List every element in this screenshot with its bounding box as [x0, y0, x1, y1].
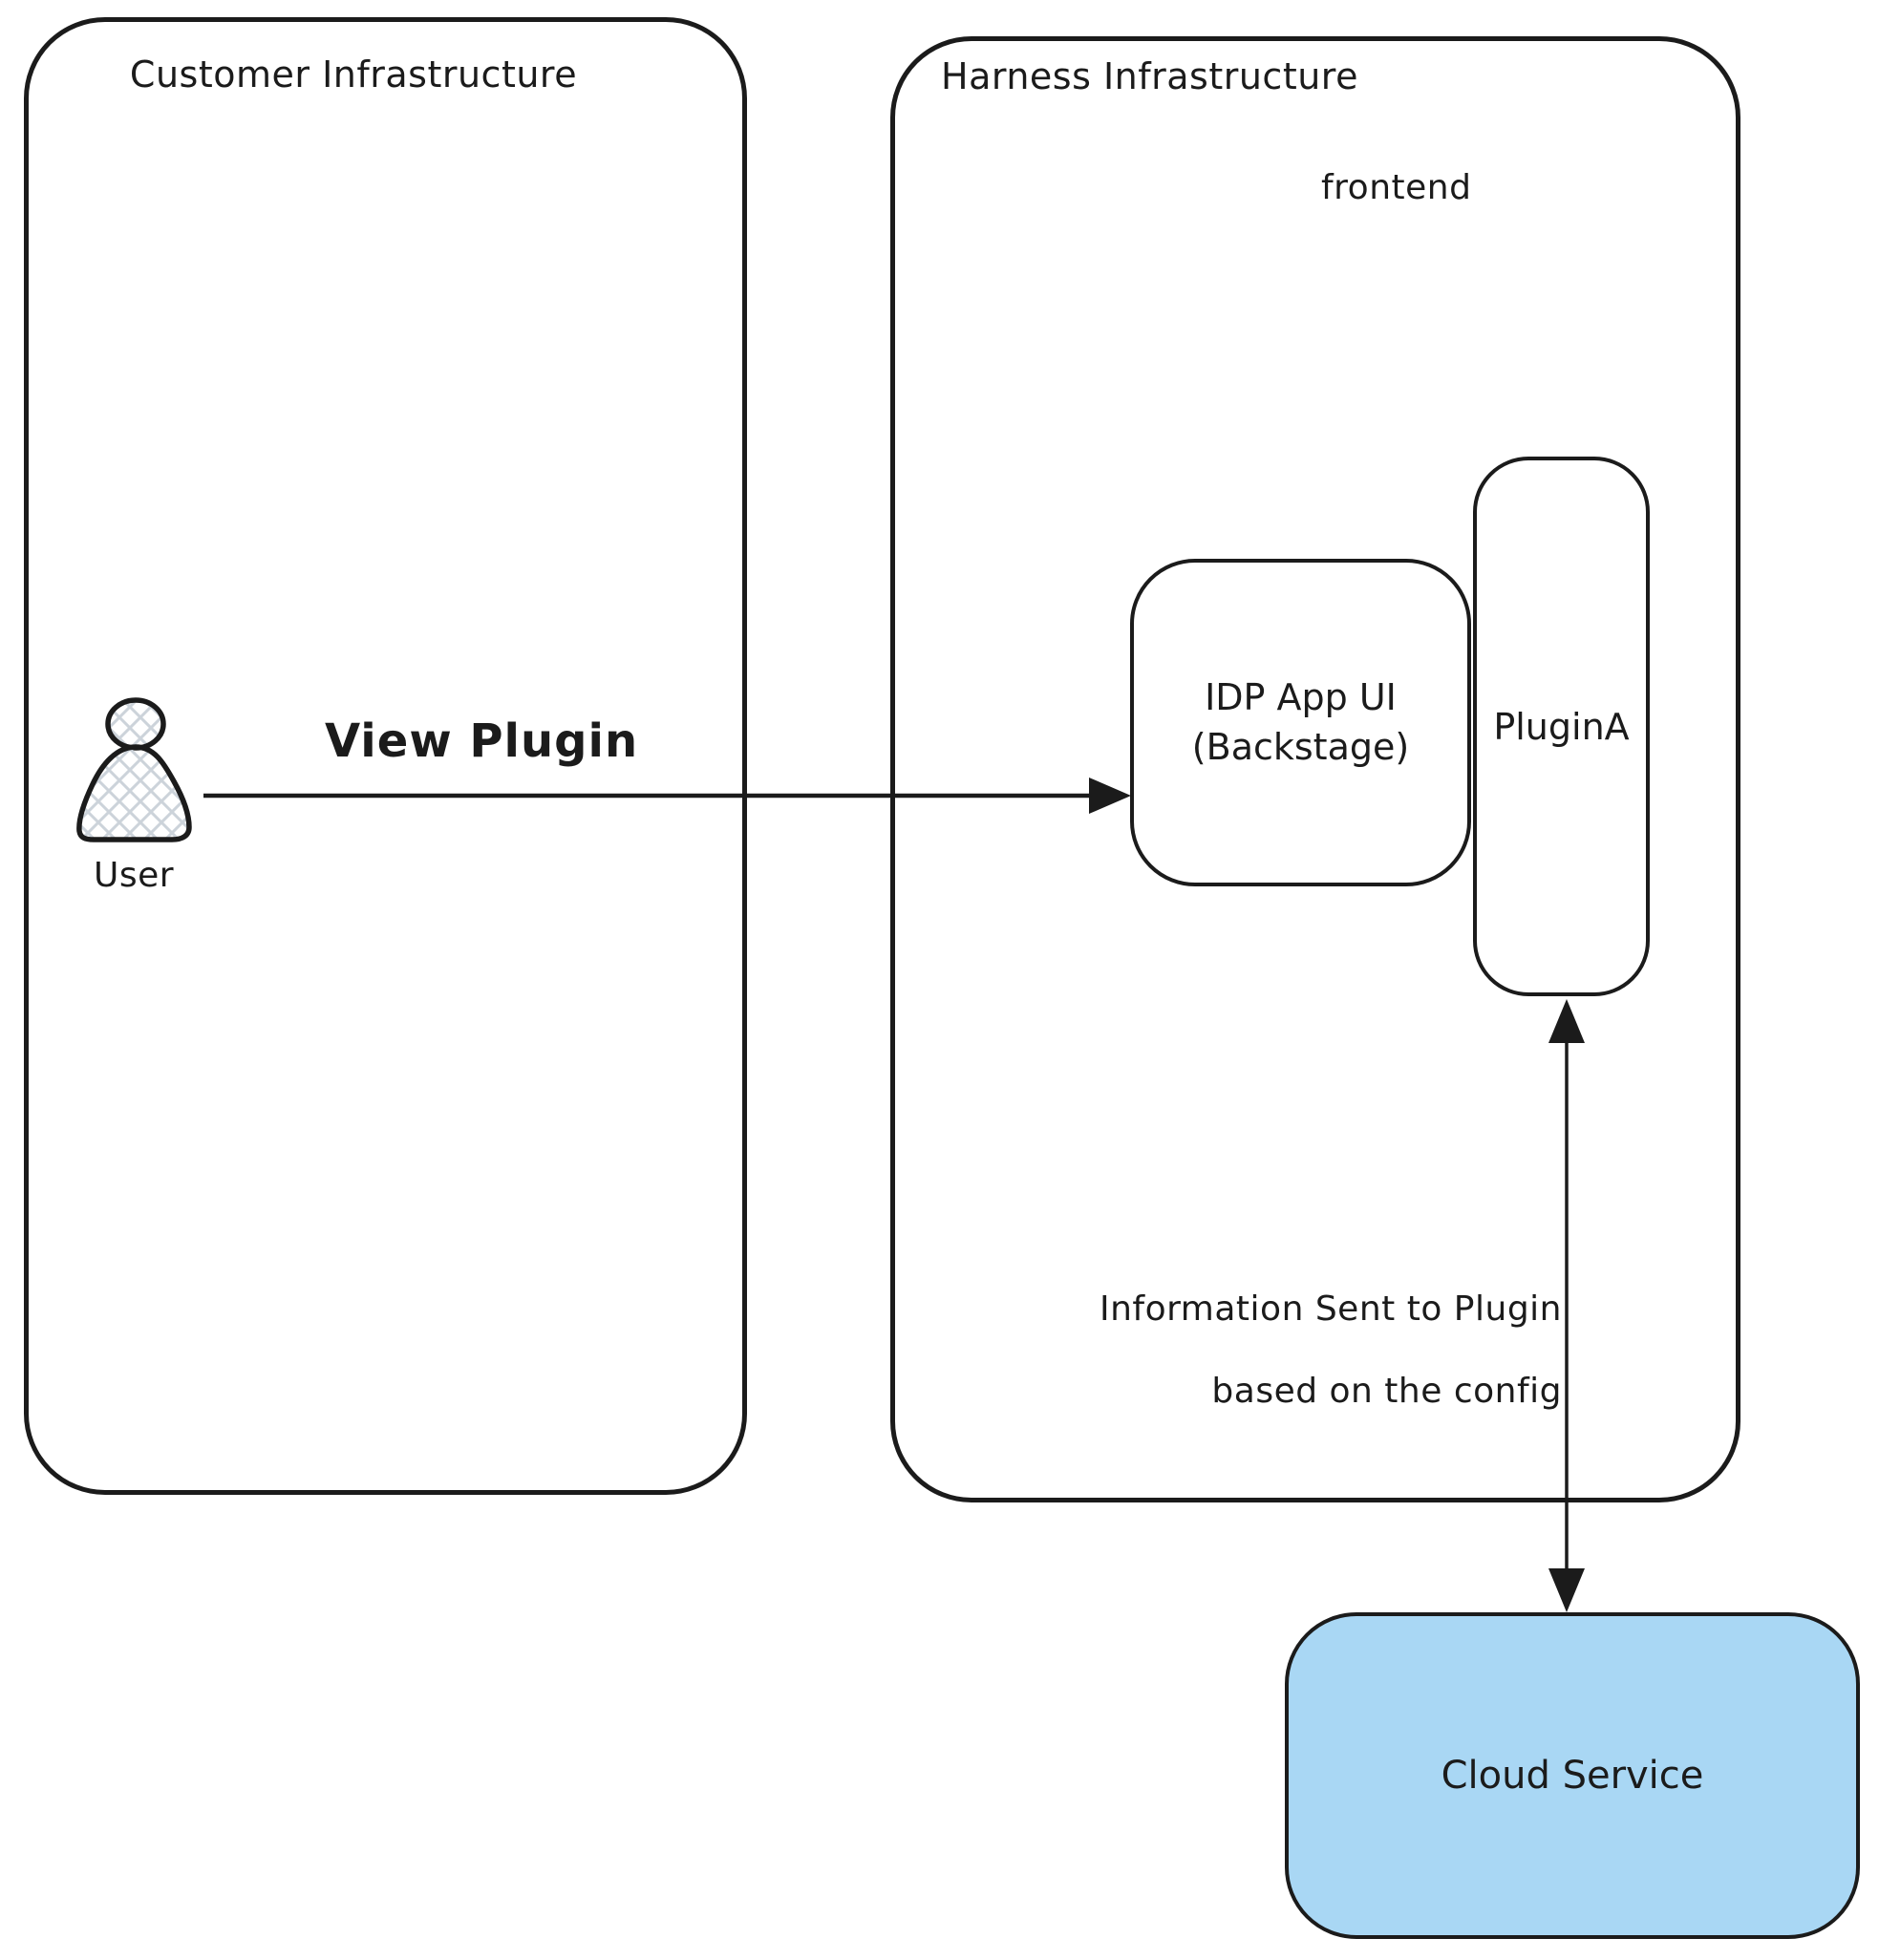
arrowhead-down-icon: [1548, 1568, 1585, 1612]
idp-app-ui-node: IDP App UI (Backstage): [1130, 559, 1471, 886]
view-plugin-edge-label: View Plugin: [325, 714, 639, 768]
plugin-a-node: PluginA: [1473, 457, 1650, 996]
user-icon: [67, 686, 205, 853]
user-label: User: [93, 856, 175, 895]
cloud-service-label: Cloud Service: [1441, 1754, 1704, 1798]
customer-infrastructure-title: Customer Infrastructure: [129, 53, 578, 96]
idp-app-ui-label: IDP App UI (Backstage): [1191, 676, 1410, 768]
info-sent-edge-label: Information Sent to Plugin based on the …: [1100, 1289, 1562, 1412]
plugin-a-label: PluginA: [1493, 705, 1630, 748]
cloud-service-node: Cloud Service: [1285, 1612, 1860, 1939]
harness-infrastructure-title: Harness Infrastructure: [941, 55, 1358, 97]
frontend-label: frontend: [1321, 168, 1472, 207]
